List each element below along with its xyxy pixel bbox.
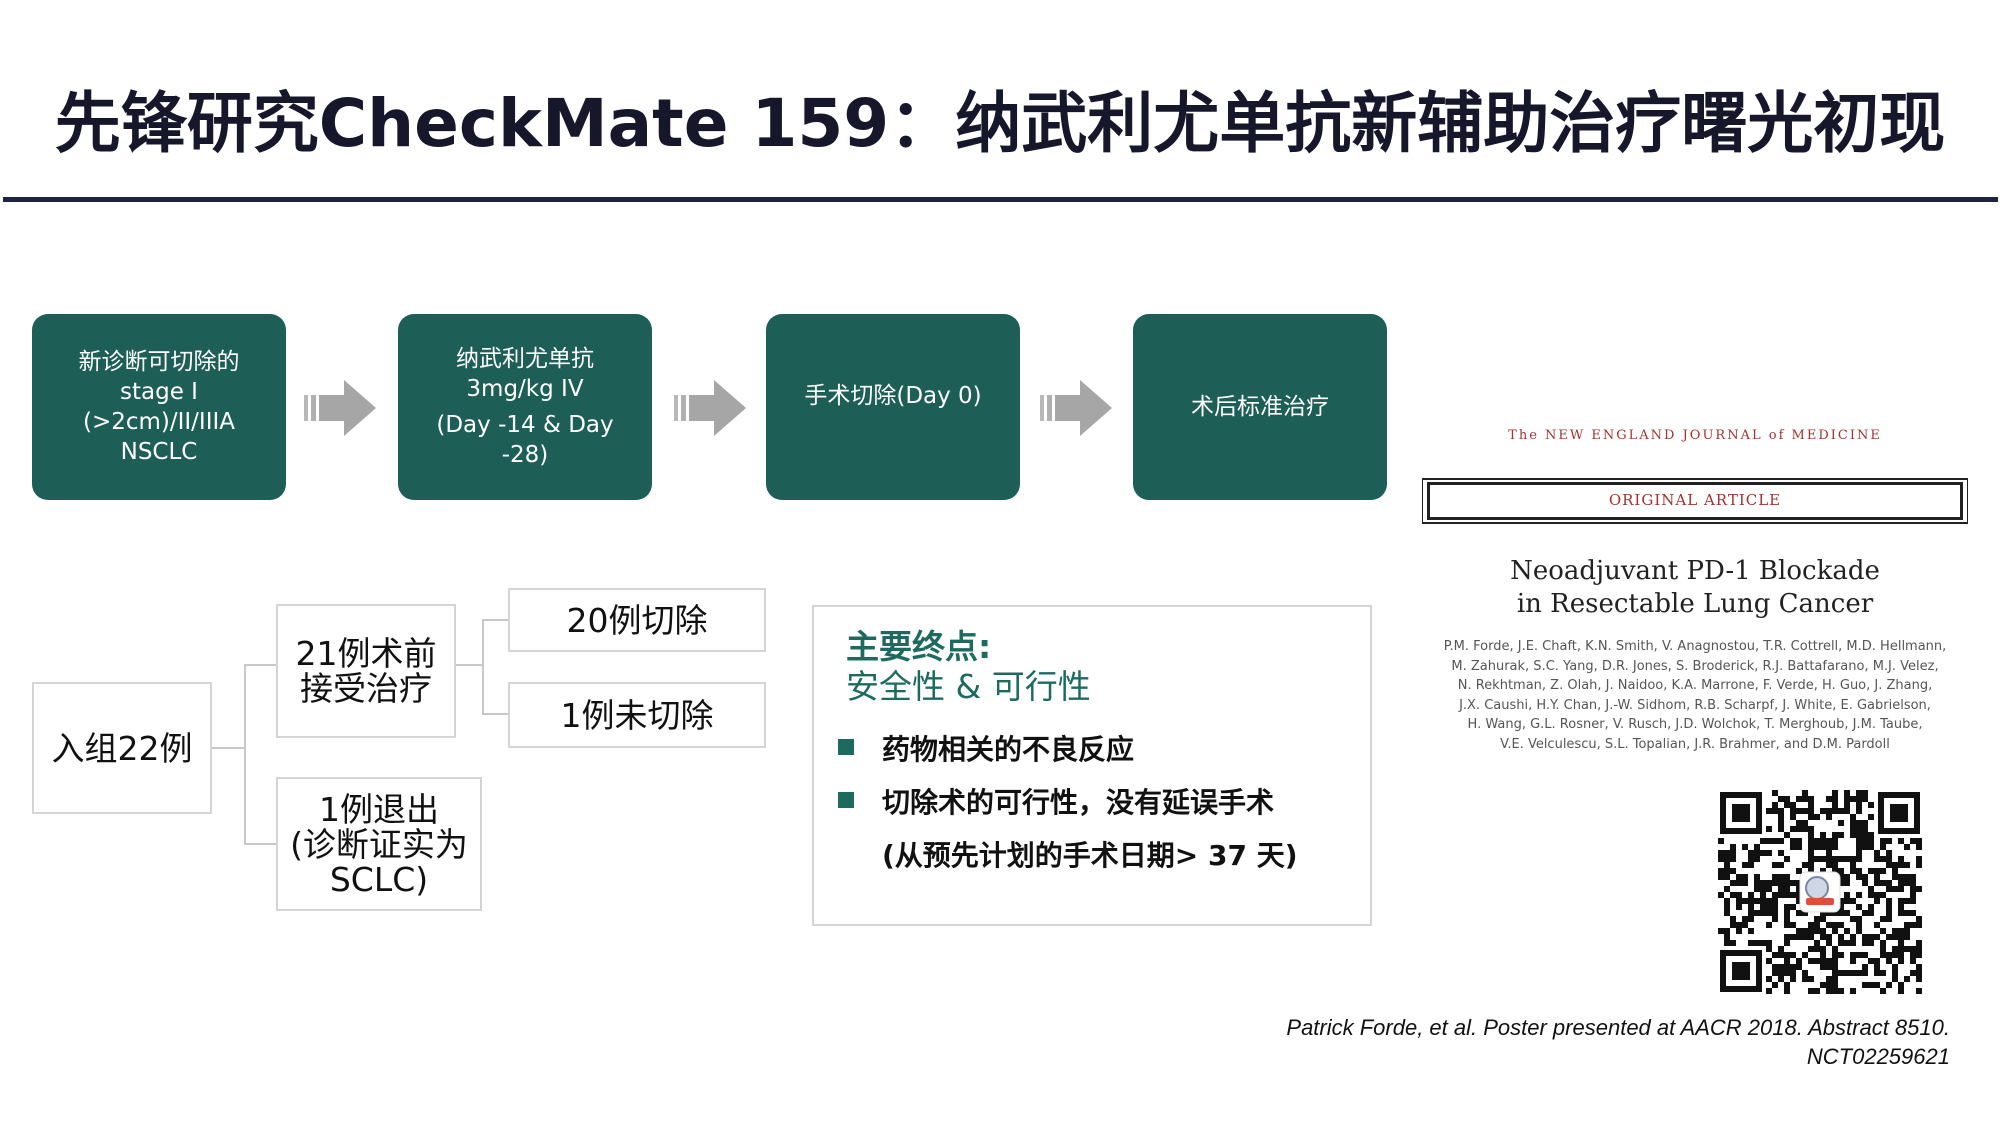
withdrawn-line: SCLC) <box>329 859 429 899</box>
flow-step-postop: 术后标准治疗 <box>1133 314 1387 500</box>
withdrawn-box: 1例退出 (诊断证实为 SCLC) <box>276 777 482 911</box>
bullet-square-icon <box>838 792 854 808</box>
withdrawn-line: 1例退出 <box>319 789 439 829</box>
flow-step-line: (>2cm)/II/IIIA <box>82 409 236 435</box>
tree-connector <box>482 713 508 715</box>
flow-step-diagnosis: 新诊断可切除的 stage I (>2cm)/II/IIIA NSCLC <box>32 314 286 500</box>
author-line: P.M. Forde, J.E. Chaft, K.N. Smith, V. A… <box>1443 639 1947 654</box>
article-authors: P.M. Forde, J.E. Chaft, K.N. Smith, V. A… <box>1420 637 1970 754</box>
enrolled-label: 入组22例 <box>51 728 193 768</box>
author-line: N. Rekhtman, Z. Olah, J. Naidoo, K.A. Ma… <box>1457 678 1933 693</box>
endpoint-item-continuation: (从预先计划的手术日期> 37 天) <box>882 839 1298 872</box>
not-resected-label: 1例未切除 <box>560 695 714 735</box>
tree-connector <box>244 843 276 845</box>
treated-box: 21例术前 接受治疗 <box>276 604 456 738</box>
article-label-box <box>1427 482 1963 520</box>
tree-connector <box>244 664 246 844</box>
withdrawn-line: (诊断证实为 <box>290 824 468 864</box>
tree-connector <box>482 619 508 621</box>
flow-step-line: 手术切除(Day 0) <box>804 383 982 409</box>
bullet-square-icon <box>838 739 854 755</box>
flow-arrow-icon <box>674 380 746 436</box>
resected-label: 20例切除 <box>566 600 708 640</box>
tree-connector <box>212 747 245 749</box>
flow-step-line: stage I <box>120 379 198 405</box>
flow-step-line: NSCLC <box>120 439 198 465</box>
endpoint-item: 切除术的可行性，没有延误手术 <box>882 786 1275 819</box>
article-title-line: Neoadjuvant PD-1 Blockade <box>1510 556 1880 586</box>
author-line: V.E. Velculescu, S.L. Topalian, J.R. Bra… <box>1500 736 1890 752</box>
author-line: M. Zahurak, S.C. Yang, D.R. Jones, S. Br… <box>1451 658 1939 674</box>
author-line: H. Wang, G.L. Rosner, V. Rusch, J.D. Wol… <box>1467 717 1923 732</box>
article-title: Neoadjuvant PD-1 Blockade in Resectable … <box>1420 555 1970 621</box>
treated-line: 接受治疗 <box>300 669 432 708</box>
flow-arrow-icon <box>304 380 376 436</box>
endpoint-box <box>812 605 1372 926</box>
flow-step-line: -28) <box>501 442 549 468</box>
endpoint-subtitle: 安全性 & 可行性 <box>846 667 1091 706</box>
page-title: 先锋研究CheckMate 159：纳武利尤单抗新辅助治疗曙光初现 <box>54 85 1946 162</box>
flow-step-line: 新诊断可切除的 <box>78 349 240 375</box>
tree-connector <box>482 619 484 714</box>
endpoint-title: 主要终点: <box>846 627 992 666</box>
qr-code-icon[interactable] <box>1718 790 1922 994</box>
flow-step-line: 术后标准治疗 <box>1191 394 1329 420</box>
citation-trial-id: NCT02259621 <box>1806 1044 1950 1069</box>
flow-step-line: (Day -14 & Day <box>436 412 614 438</box>
tree-connector <box>244 664 276 666</box>
endpoint-item: 药物相关的不良反应 <box>882 733 1135 766</box>
enrolled-box: 入组22例 <box>32 682 212 814</box>
flow-step-surgery: 手术切除(Day 0) <box>766 314 1020 500</box>
citation-line: Patrick Forde, et al. Poster presented a… <box>1286 1015 1950 1040</box>
article-type-label: ORIGINAL ARTICLE <box>1608 491 1782 509</box>
title-divider <box>3 197 1998 202</box>
flow-step-nivolumab: 纳武利尤单抗 3mg/kg IV (Day -14 & Day -28) <box>398 314 652 500</box>
article-title-line: in Resectable Lung Cancer <box>1516 589 1874 619</box>
resected-box: 20例切除 <box>508 588 766 652</box>
author-line: J.X. Caushi, H.Y. Chan, J.-W. Sidhom, R.… <box>1459 697 1931 713</box>
flow-step-line: 3mg/kg IV <box>466 376 584 402</box>
not-resected-box: 1例未切除 <box>508 682 766 748</box>
journal-name: The NEW ENGLAND JOURNAL of MEDICINE <box>1508 428 1882 443</box>
citation: Patrick Forde, et al. Poster presented a… <box>1100 1013 1950 1071</box>
flow-step-line: 纳武利尤单抗 <box>456 346 594 372</box>
treated-line: 21例术前 <box>295 634 437 673</box>
flow-arrow-icon <box>1040 380 1112 436</box>
tree-connector <box>456 664 482 666</box>
